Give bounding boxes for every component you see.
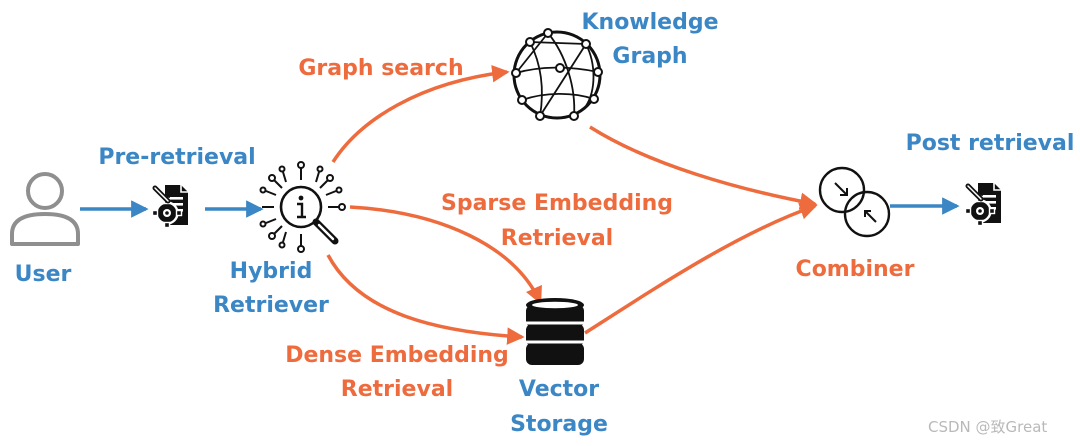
vector-label-line2: Storage (510, 412, 608, 437)
edge-graph-search (331, 65, 510, 163)
hybrid-label-line1: Hybrid (229, 259, 313, 284)
post-retrieval-label: Post retrieval (905, 131, 1075, 156)
edge-dense (326, 254, 525, 345)
edge-graph-to-combiner (589, 125, 818, 210)
knowledge-label-line1: Knowledge (581, 10, 719, 35)
info-search-icon (259, 161, 346, 253)
dense-label-line1: Dense Embedding (285, 343, 509, 368)
graph-search-label: Graph search (298, 56, 464, 81)
vector-label-line1: Vector (518, 377, 600, 402)
merge-circles-icon (818, 166, 891, 238)
globe-network-icon (511, 28, 603, 121)
database-icon (526, 298, 584, 365)
sparse-label-line1: Sparse Embedding (440, 191, 674, 216)
edge-sparse (349, 205, 542, 305)
user-label: User (14, 262, 72, 287)
pre-tool-icon (153, 185, 189, 228)
dense-label-line2: Retrieval (340, 377, 454, 402)
watermark: CSDN @致Great (928, 418, 1048, 436)
knowledge-label-line2: Graph (612, 44, 688, 69)
pre-retrieval-label: Pre-retrieval (98, 145, 256, 170)
user-icon (10, 172, 80, 246)
sparse-label-line2: Retrieval (500, 226, 614, 251)
edge-vector-to-combiner (584, 202, 818, 335)
post-tool-icon (966, 183, 1002, 226)
combiner-label: Combiner (795, 257, 915, 282)
hybrid-label-line2: Retriever (213, 293, 329, 318)
